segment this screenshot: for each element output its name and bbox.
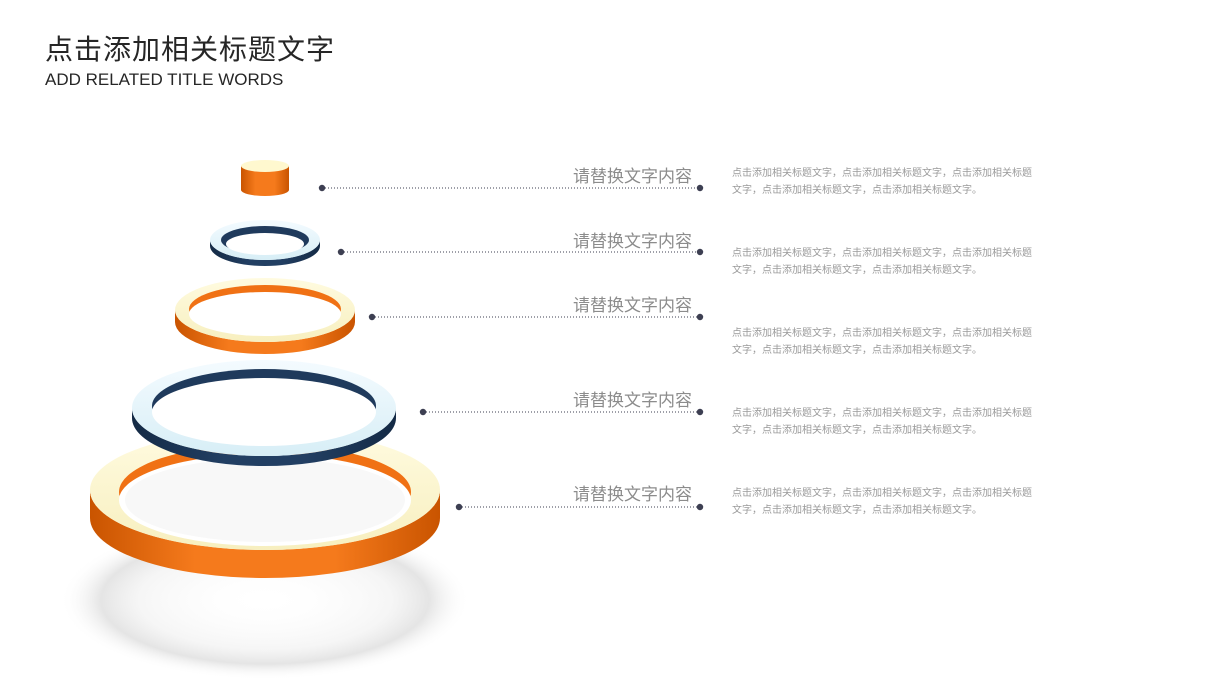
- ring-3: [175, 278, 355, 354]
- connector-4: [419, 408, 704, 416]
- ring-4: [132, 360, 396, 466]
- page-subtitle: ADD RELATED TITLE WORDS: [45, 70, 284, 89]
- connector-5: [455, 503, 704, 511]
- row-2-label: 请替换文字内容: [573, 232, 692, 252]
- row-4-description: 点击添加相关标题文字，点击添加相关标题文字，点击添加相关标题文字，点击添加相关标…: [732, 408, 1032, 436]
- row-1-description: 点击添加相关标题文字，点击添加相关标题文字，点击添加相关标题文字，点击添加相关标…: [732, 168, 1032, 196]
- ring-5: [90, 430, 440, 578]
- connector-3: [368, 313, 704, 321]
- ring-1: [241, 160, 289, 196]
- row-3-description: 点击添加相关标题文字，点击添加相关标题文字，点击添加相关标题文字，点击添加相关标…: [732, 328, 1032, 356]
- row-5-description: 点击添加相关标题文字，点击添加相关标题文字，点击添加相关标题文字，点击添加相关标…: [732, 488, 1032, 516]
- ring-2: [210, 220, 320, 266]
- connector-1: [318, 184, 704, 192]
- row-2-description: 点击添加相关标题文字，点击添加相关标题文字，点击添加相关标题文字，点击添加相关标…: [732, 248, 1032, 276]
- page-title: 点击添加相关标题文字: [45, 33, 336, 66]
- row-1-label: 请替换文字内容: [573, 167, 692, 187]
- row-4-label: 请替换文字内容: [573, 391, 692, 411]
- connector-2: [337, 248, 704, 256]
- row-5-label: 请替换文字内容: [573, 485, 692, 505]
- row-3-label: 请替换文字内容: [573, 296, 692, 316]
